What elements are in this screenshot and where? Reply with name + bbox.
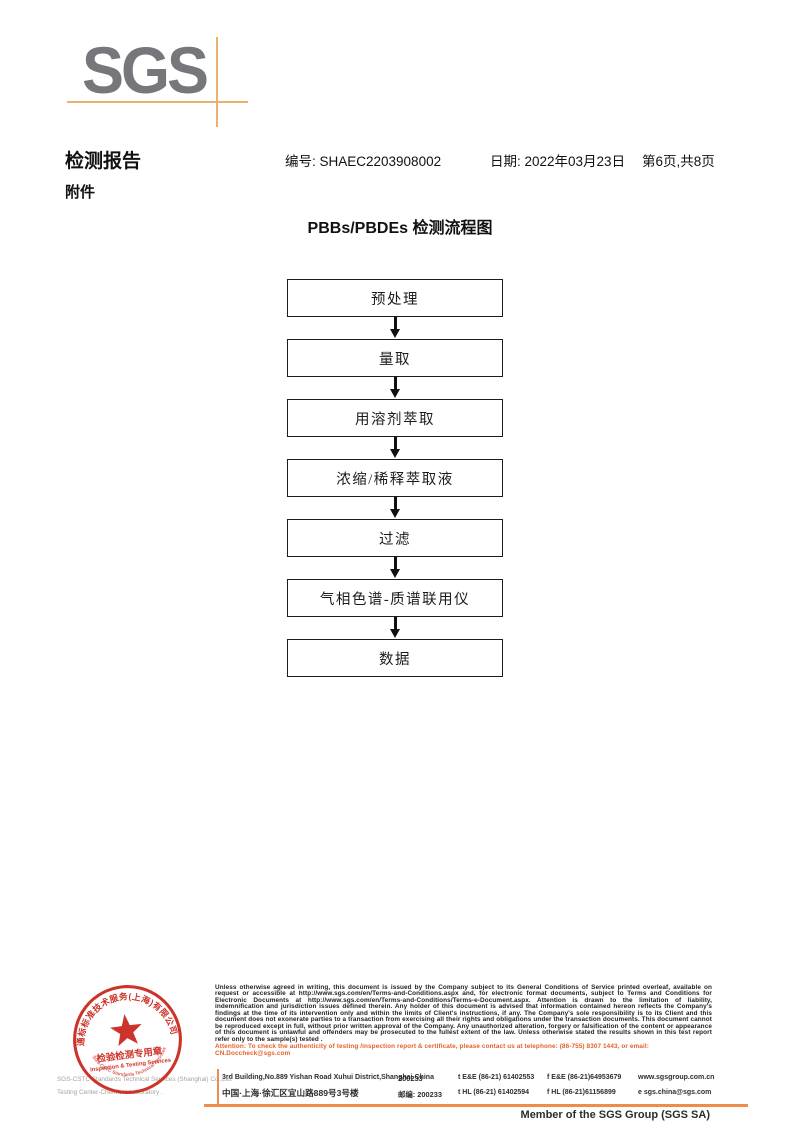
logo-horizontal-rule	[67, 101, 248, 103]
flow-step-concentrate-dilute: 浓缩/稀释萃取液	[287, 459, 503, 497]
company-name-block: SGS-CSTC Standards Technical Services (S…	[57, 1073, 233, 1099]
flow-step-filter: 过滤	[287, 519, 503, 557]
phone-hl: t HL (86-21) 61402594	[458, 1089, 530, 1096]
legal-block: Unless otherwise agreed in writing, this…	[215, 984, 712, 1057]
address-cn: 中国·上海·徐汇区宜山路889号3号楼	[222, 1088, 359, 1098]
flow-step-data: 数据	[287, 639, 503, 677]
arrow-down-icon	[287, 437, 503, 459]
sgs-logo: SGS	[82, 34, 209, 108]
fax-ee: f E&E (86-21)64953679	[547, 1074, 622, 1081]
email-address: e sgs.china@sgs.com	[638, 1089, 712, 1096]
address-block: 3rd Building,No.889 Yishan Road Xuhui Di…	[222, 1071, 752, 1101]
phone-ee: t E&E (86-21) 61402553	[458, 1074, 535, 1081]
sgs-member-footer: Member of the SGS Group (SGS SA)	[520, 1109, 710, 1121]
arrow-down-icon	[287, 317, 503, 339]
postcode-cn: 邮编: 200233	[398, 1090, 442, 1099]
logo-vertical-rule	[216, 37, 218, 127]
arrow-down-icon	[287, 557, 503, 579]
report-title: 检测报告	[65, 151, 142, 172]
address-divider-line	[217, 1069, 219, 1107]
flow-step-pretreatment: 预处理	[287, 279, 503, 317]
flow-step-measure: 量取	[287, 339, 503, 377]
company-lab-name: Testing Center-Chemical Laboratory .	[57, 1089, 163, 1096]
fax-hl: f HL (86-21)61156899	[547, 1089, 616, 1096]
report-number: 编号: SHAEC2203908002	[285, 154, 442, 169]
flow-step-gcms: 气相色谱-质谱联用仪	[287, 579, 503, 617]
arrow-down-icon	[287, 617, 503, 639]
address-row-cn: 中国·上海·徐汇区宜山路889号3号楼 邮编: 200233 t HL (86-…	[222, 1086, 752, 1101]
inspection-stamp-seal: 通标标准技术服务(上海)有限公司 检验检测专用章 Inspection & Te…	[70, 984, 182, 1094]
flowchart-title: PBBs/PBDEs 检测流程图	[307, 220, 493, 237]
flow-step-solvent-extraction: 用溶剂萃取	[287, 399, 503, 437]
page-indicator: 第6页,共8页	[642, 154, 715, 169]
footer-rule	[204, 1104, 748, 1107]
stamp-star-icon	[110, 1014, 142, 1047]
address-row-en: 3rd Building,No.889 Yishan Road Xuhui Di…	[222, 1071, 752, 1086]
postcode-en: 200233	[398, 1074, 423, 1083]
attachment-label: 附件	[65, 184, 96, 201]
terms-disclaimer-text: Unless otherwise agreed in writing, this…	[215, 984, 712, 1043]
attention-notice-text: Attention: To check the authenticity of …	[215, 1043, 649, 1057]
website-url: www.sgsgroup.com.cn	[638, 1074, 715, 1081]
arrow-down-icon	[287, 497, 503, 519]
flowchart: 预处理 量取 用溶剂萃取 浓缩/稀释萃取液 过滤 气相色谱-质谱联用仪 数据	[287, 279, 503, 677]
address-en: 3rd Building,No.889 Yishan Road Xuhui Di…	[222, 1074, 434, 1081]
arrow-down-icon	[287, 377, 503, 399]
report-date: 日期: 2022年03月23日	[490, 154, 626, 169]
company-name-en: SGS-CSTC Standards Technical Services (S…	[57, 1076, 233, 1083]
